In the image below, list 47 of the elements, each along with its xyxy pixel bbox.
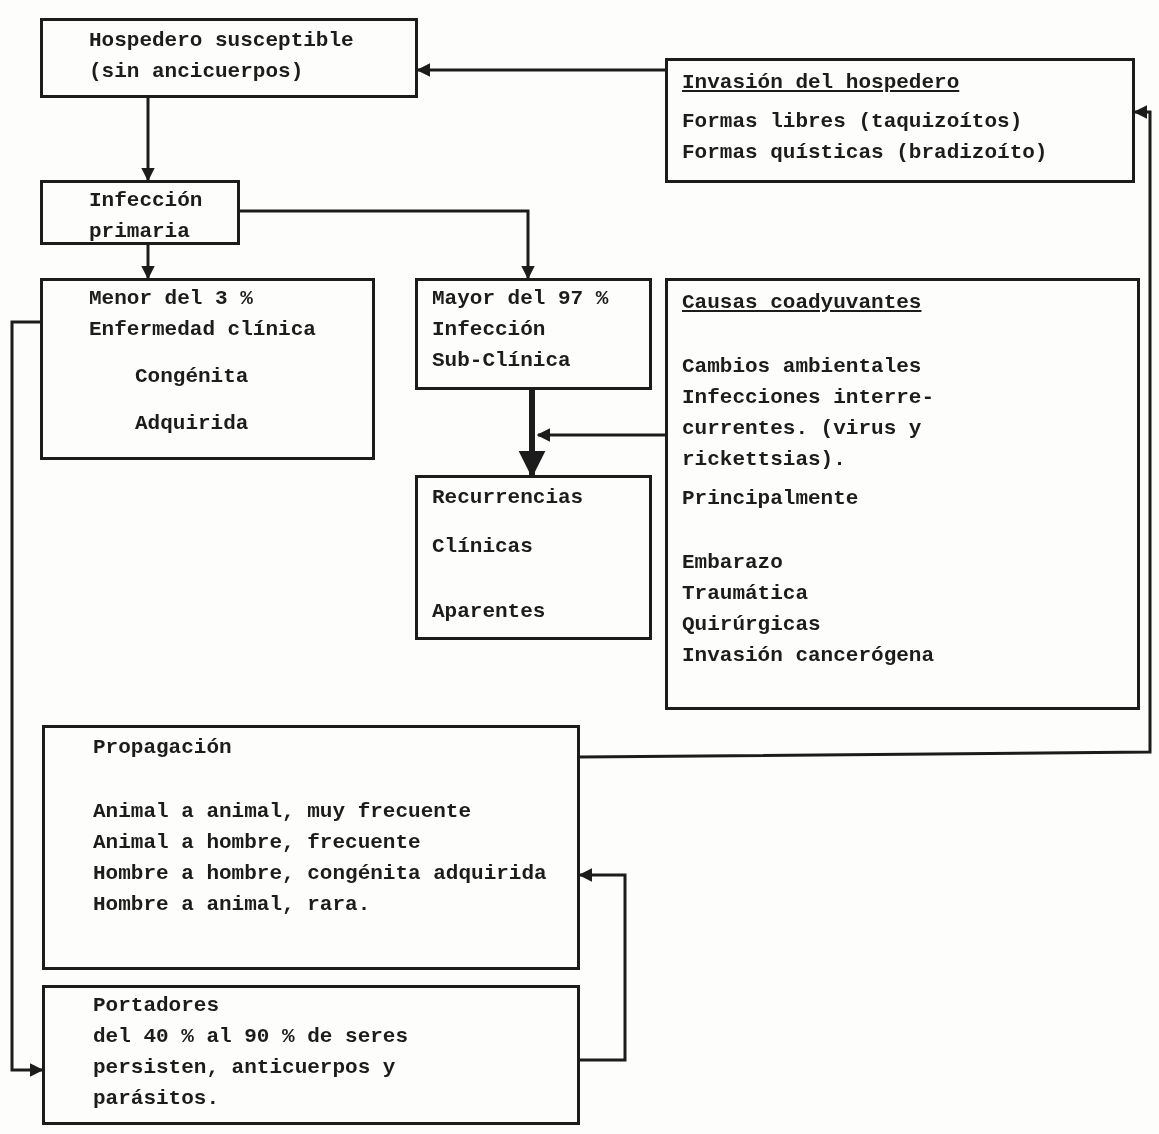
text-box [415,475,652,640]
box-text: Menor del 3 % [89,286,254,312]
box-text: Hombre a animal, rara. [93,892,372,918]
arrow [10,320,44,1077]
box-text: Animal a hombre, frecuente [93,830,422,856]
box-text: Infecciones interre- currentes. (virus y rickettsias). [682,385,936,473]
arrow [141,98,155,182]
arrow [578,868,627,1062]
arrow [536,428,665,442]
box-text: Hombre a hombre, congénita adquirida [93,861,548,887]
arrow [240,209,535,280]
text-box [40,18,418,98]
box-text: Propagación [93,735,233,761]
box-text: Sub-Clínica [432,348,572,374]
text-box [40,278,375,460]
box-text: Recurrencias [432,485,585,511]
text-box [665,58,1135,183]
box-text: Principalmente [682,486,860,512]
box-text: Traumática [682,581,810,607]
box-text: del 40 % al 90 % de seres persisten, anticuerpos y parásitos. [93,1024,409,1112]
heading-text: Causas coadyuvantes [682,290,923,316]
arrow [141,245,155,280]
text-box [40,180,240,245]
box-text: Hospedero susceptible (sin ancicuerpos) [89,28,355,85]
box-text: Adquirida [135,411,250,437]
box-text: Congénita [135,364,250,390]
text-box [415,278,652,390]
box-text: Mayor del 97 % [432,286,610,312]
arrow [416,63,665,77]
heading-text: Invasión del hospedero [682,70,961,96]
arrow [580,105,1152,759]
box-text: Invasión cancerógena [682,643,936,669]
box-text: Cambios ambientales [682,354,923,380]
text-box [42,725,580,970]
box-text: Portadores [93,993,221,1019]
box-text: Formas quísticas (bradizoíto) [682,140,1049,166]
text-box [42,985,580,1125]
text-box [665,278,1140,710]
box-text: Quirúrgicas [682,612,822,638]
box-text: Infección primaria [89,188,204,245]
box-text: Embarazo [682,550,784,576]
box-text: Clínicas [432,534,534,560]
box-text: Infección [432,317,547,343]
box-text: Formas libres (taquizoítos) [682,109,1024,135]
box-text: Aparentes [432,599,547,625]
box-text: Enfermedad clínica [89,317,317,343]
box-text: Animal a animal, muy frecuente [93,799,473,825]
